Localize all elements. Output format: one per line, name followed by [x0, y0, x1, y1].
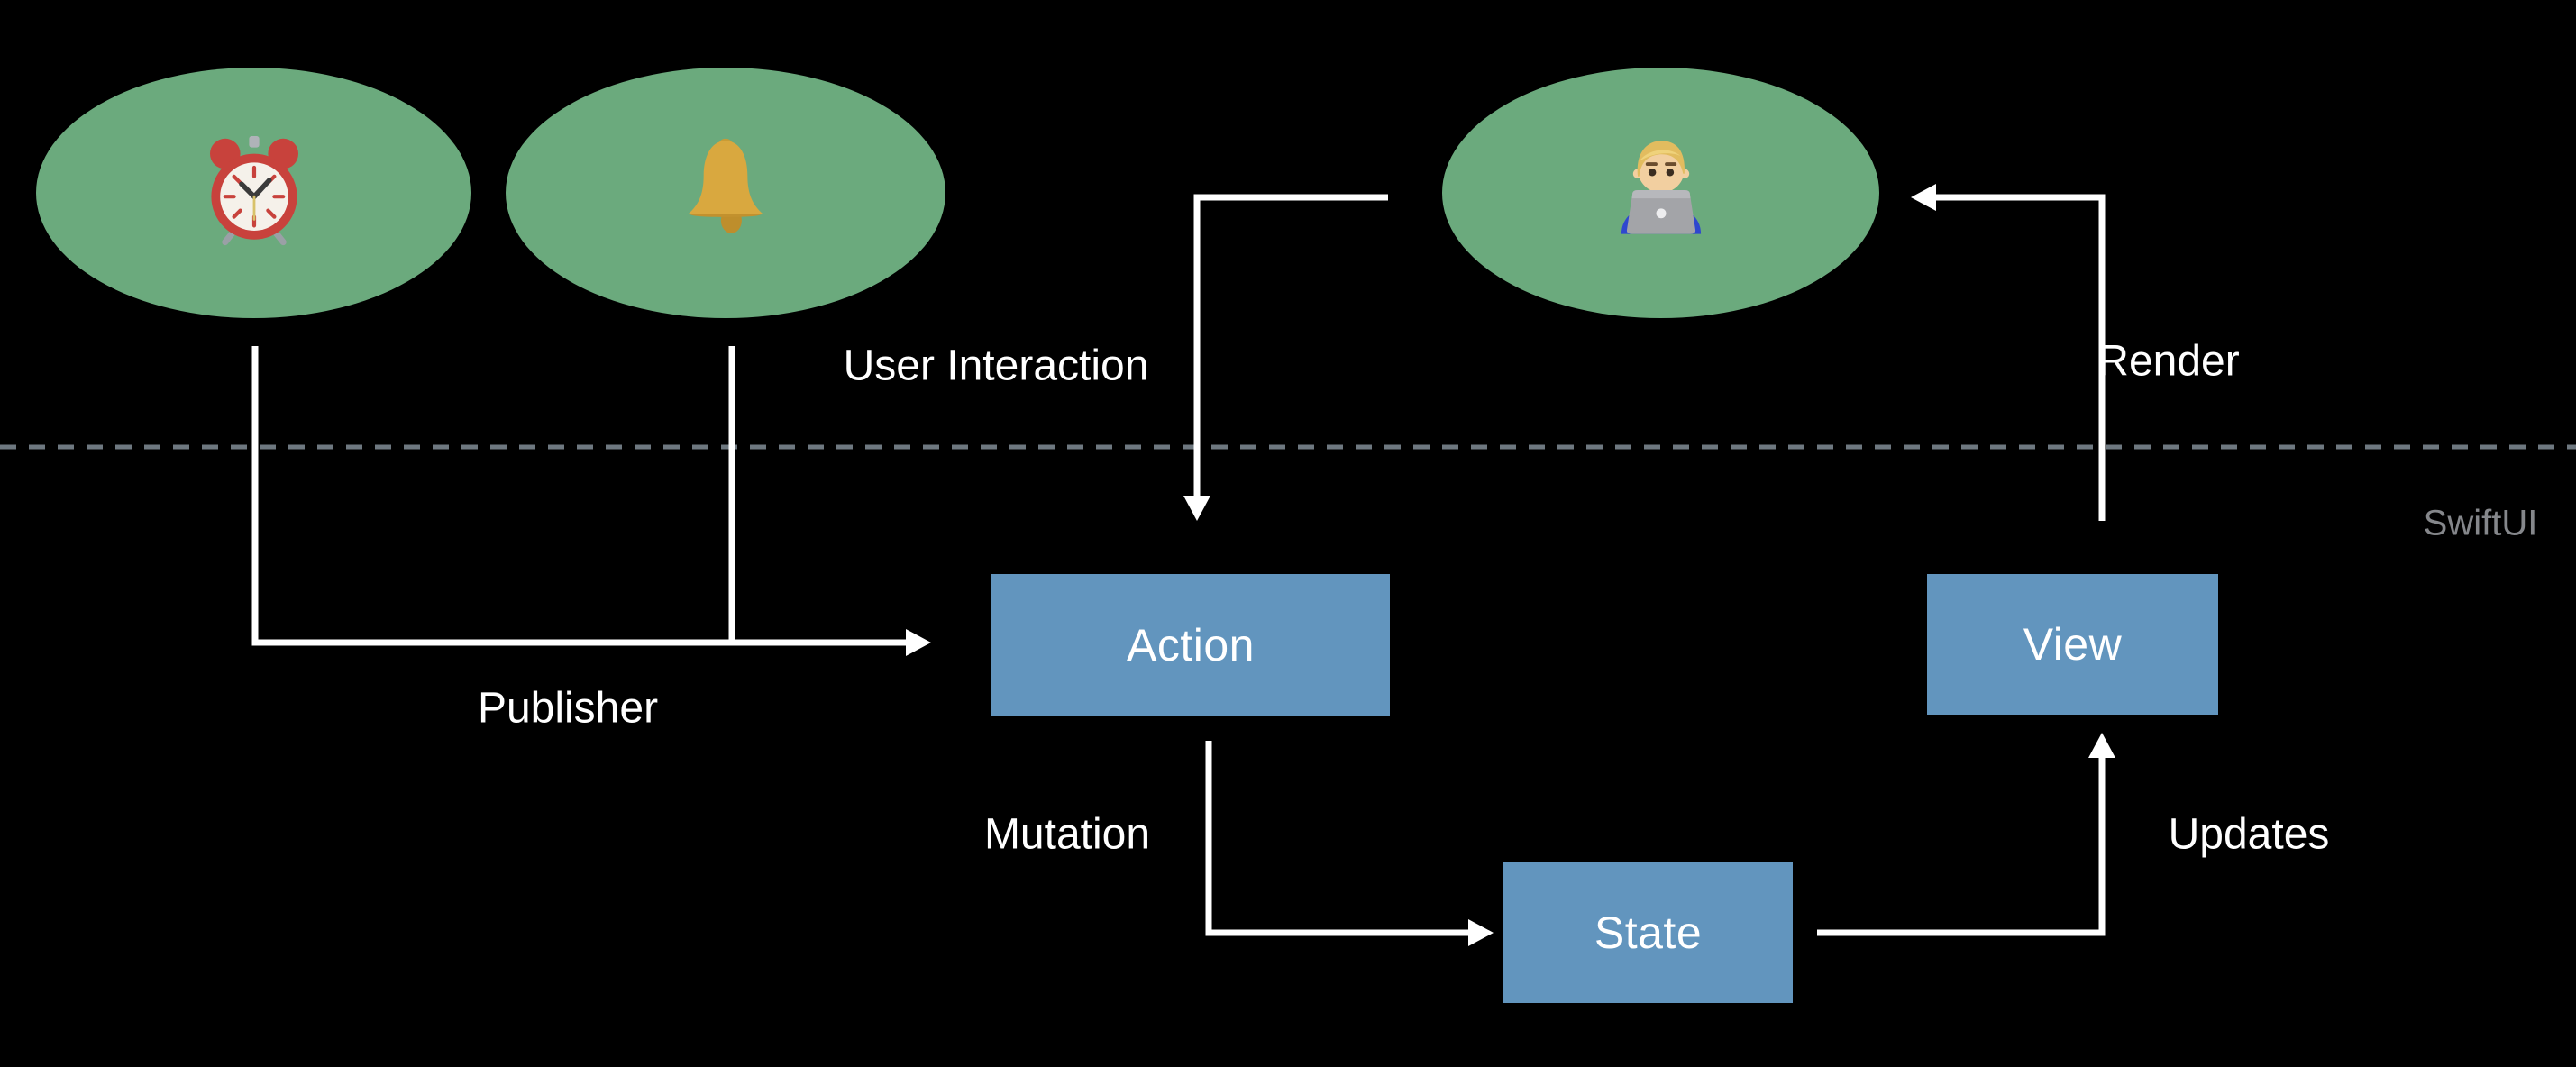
user-interaction-label: User Interaction	[843, 342, 1149, 390]
mutation-label: Mutation	[983, 810, 1151, 859]
technologist-icon	[1621, 141, 1701, 234]
view-node-label: View	[2023, 619, 2123, 670]
user-interaction-arrow	[1183, 194, 1388, 521]
updates-arrow	[1817, 733, 2115, 936]
publisher-arrow	[251, 346, 931, 656]
publisher-label: Publisher	[477, 684, 659, 733]
mutation-arrow	[1205, 741, 1494, 946]
render-arrow	[1911, 184, 2106, 521]
state-node-label: State	[1594, 907, 1703, 958]
user-source-ellipse	[1442, 68, 1879, 318]
render-label: Render	[2097, 337, 2240, 386]
updates-label: Updates	[2168, 810, 2330, 859]
state-node: State	[1503, 862, 1793, 1003]
view-node: View	[1927, 574, 2218, 715]
bell-icon	[689, 138, 763, 233]
notification-source-ellipse	[506, 68, 945, 318]
timer-source-ellipse	[36, 68, 471, 318]
action-node-label: Action	[1127, 619, 1255, 670]
alarm-clock-icon	[209, 136, 298, 246]
action-node: Action	[991, 574, 1390, 716]
swiftui-framework-label: SwiftUI	[2423, 503, 2538, 543]
